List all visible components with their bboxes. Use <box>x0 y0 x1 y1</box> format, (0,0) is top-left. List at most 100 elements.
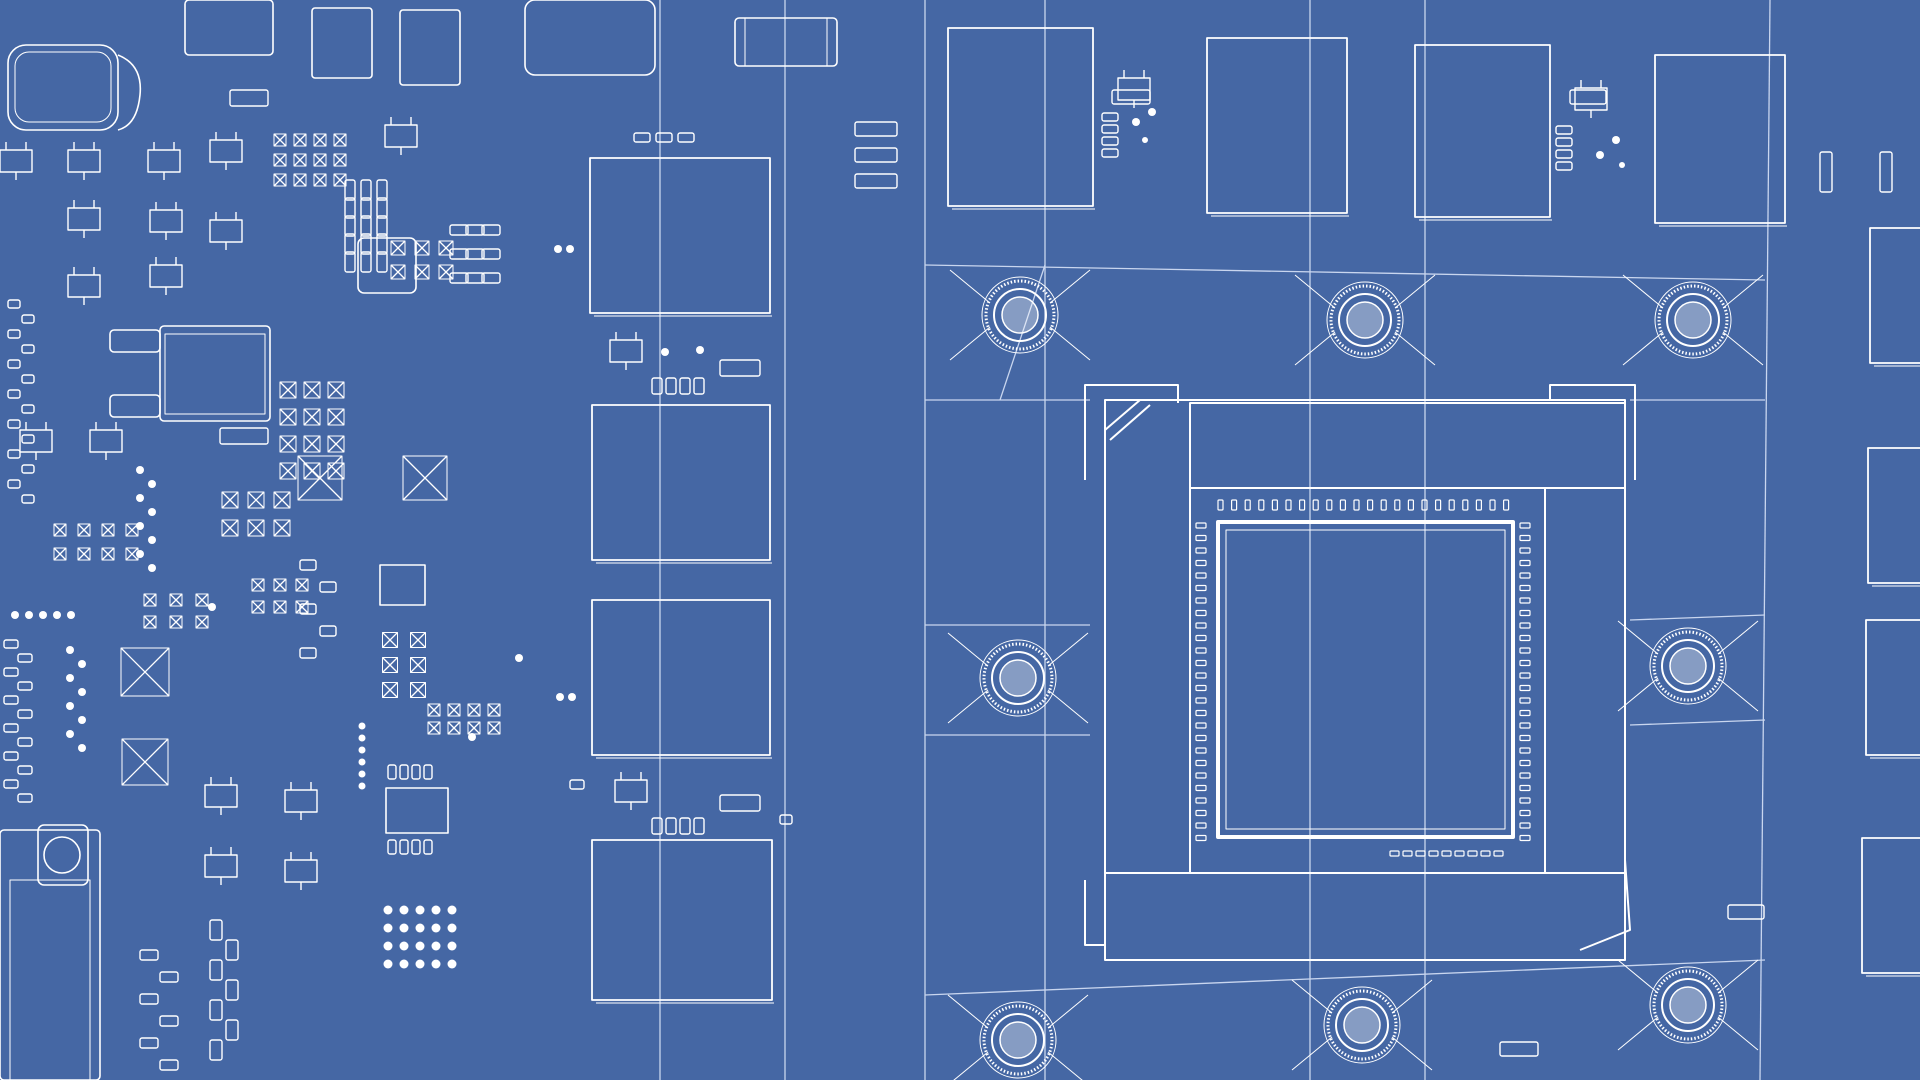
via-box <box>447 721 461 735</box>
via-cross <box>273 600 287 614</box>
memory-chip <box>1414 44 1551 218</box>
smd-part <box>21 404 35 414</box>
via-cross <box>247 491 265 509</box>
via-dot <box>447 923 457 933</box>
screw-serration <box>1652 630 1724 702</box>
memory-chips <box>589 27 1920 1004</box>
via-cross <box>273 578 287 592</box>
screw-head <box>991 651 1045 705</box>
smd-part <box>17 765 33 775</box>
via-dot <box>78 688 86 696</box>
screw-spoke <box>1717 959 1759 994</box>
smd-part <box>360 179 372 201</box>
via-box <box>427 703 441 717</box>
smd-part <box>209 959 223 981</box>
smd-part <box>225 979 239 1001</box>
screw-spoke <box>1291 1036 1333 1071</box>
screw-spoke <box>1294 274 1336 309</box>
via-box <box>121 738 169 786</box>
gpu-pad <box>1285 499 1292 511</box>
via-dot <box>447 905 457 915</box>
via-cross <box>295 578 309 592</box>
via-box <box>293 153 307 167</box>
via-dot <box>66 646 74 654</box>
gpu-pads <box>1195 499 1531 857</box>
via-box <box>402 455 448 501</box>
smd-part <box>17 793 33 803</box>
smd-part <box>7 329 21 339</box>
via-box <box>273 600 287 614</box>
via-box <box>195 615 209 629</box>
via-cross <box>247 519 265 537</box>
gpu-pad <box>1448 499 1455 511</box>
smd-part <box>344 233 356 255</box>
mounting-screw <box>1291 979 1433 1071</box>
smd-part <box>1101 112 1119 122</box>
smd-part <box>360 233 372 255</box>
gpu-pad <box>1462 499 1469 511</box>
screw-spoke <box>947 994 989 1029</box>
smd-part <box>665 377 677 395</box>
screw-spoke <box>1717 677 1759 712</box>
gpu-pad <box>1380 499 1387 511</box>
screw-cap <box>1669 647 1707 685</box>
via-crosses <box>53 133 501 786</box>
screw-spoke <box>1391 979 1433 1014</box>
screw-cap <box>1343 1006 1381 1044</box>
gpu-pad <box>1489 499 1496 511</box>
screw-spoke <box>1047 994 1089 1029</box>
smd-part <box>319 581 337 593</box>
smd-part <box>1555 125 1573 135</box>
via-dot <box>136 494 144 502</box>
gpu-pad <box>1480 850 1491 857</box>
gpu-pad <box>1454 850 1465 857</box>
smd-part <box>677 132 695 143</box>
gpu-pad <box>1519 797 1531 804</box>
screw-cap <box>999 659 1037 697</box>
screw-serration <box>1326 989 1398 1061</box>
smd-part <box>344 215 356 237</box>
via-box <box>273 578 287 592</box>
screw-head <box>1661 639 1715 693</box>
gpu-pad <box>1195 772 1207 779</box>
gpu-pad <box>1519 622 1531 629</box>
via-cross <box>279 381 297 399</box>
via-dot <box>383 905 393 915</box>
smd-part <box>633 132 651 143</box>
screw-spoke <box>1047 632 1089 667</box>
via-cross <box>467 703 481 717</box>
via-box <box>487 721 501 735</box>
via-box <box>303 408 321 426</box>
via-cross <box>402 455 448 501</box>
smd-part <box>159 971 179 983</box>
gpu-pad <box>1519 559 1531 567</box>
memory-chip <box>591 599 771 756</box>
gpu-pad <box>1195 547 1207 554</box>
smd-part <box>569 779 585 790</box>
via-box <box>143 615 157 629</box>
via-dot <box>383 959 393 969</box>
smd-part <box>17 709 33 719</box>
smd-part <box>665 817 677 835</box>
gpu-pad <box>1519 697 1531 704</box>
smd-part <box>3 695 19 705</box>
smd-part <box>1101 124 1119 134</box>
via-cross <box>251 578 265 592</box>
gpu-pad <box>1519 659 1531 667</box>
via-dot <box>358 746 366 754</box>
via-cross <box>273 133 287 147</box>
smd-part <box>1101 148 1119 158</box>
smd-part <box>7 299 21 309</box>
gpu-pad <box>1407 499 1415 511</box>
via-dot <box>136 466 144 474</box>
smd-part <box>209 999 223 1021</box>
via-box <box>273 133 287 147</box>
via-dot <box>415 905 425 915</box>
smd-part <box>693 817 705 835</box>
smd-part <box>399 764 409 780</box>
via-cross <box>293 173 307 187</box>
via-dot <box>661 348 669 356</box>
screw-head <box>1661 978 1715 1032</box>
via-cross <box>120 647 170 697</box>
via-cross <box>125 547 139 561</box>
